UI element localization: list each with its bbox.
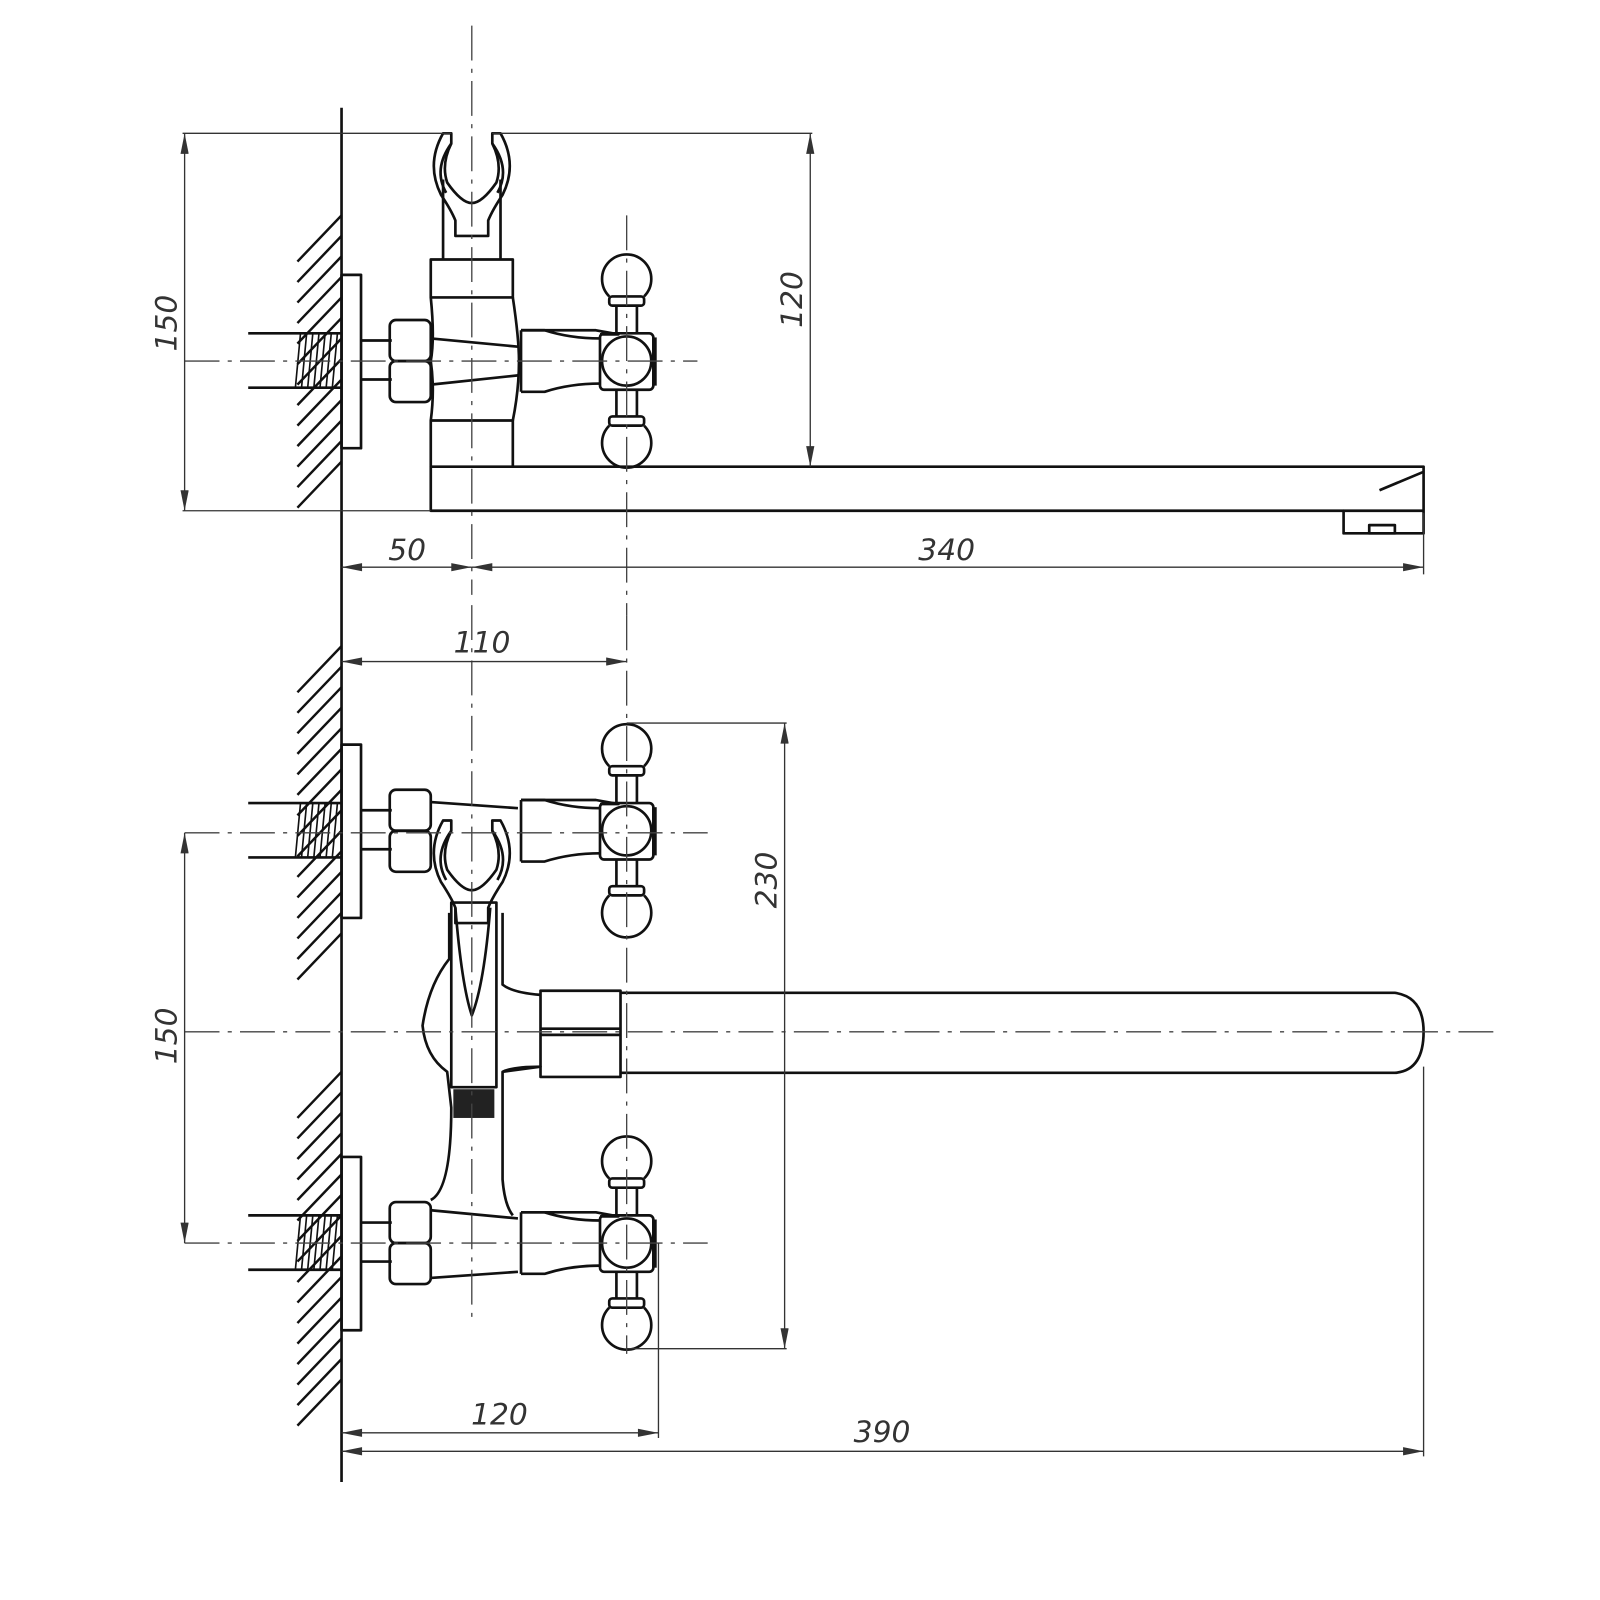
hatch-line xyxy=(296,1214,343,1263)
hatch-line xyxy=(296,665,343,714)
mixer-body xyxy=(429,131,521,468)
dim-spout-height-120: 120 xyxy=(775,271,810,328)
hatch-line xyxy=(296,1152,343,1201)
hatch-line xyxy=(296,460,343,509)
hatch-line xyxy=(296,1255,343,1304)
dim-spout-reach-340: 340 xyxy=(918,533,975,568)
hatch-line xyxy=(296,747,343,796)
wall-hatch-middle xyxy=(296,645,343,981)
dim-handle-offset-110: 110 xyxy=(454,625,511,660)
hatch-line xyxy=(296,727,343,776)
hatch-line xyxy=(296,891,343,940)
hatch-line xyxy=(296,932,343,981)
dim-handle-span-230: 230 xyxy=(749,852,784,909)
hatch-line xyxy=(296,214,343,263)
hatch-line xyxy=(296,645,343,694)
hatch-line xyxy=(296,1276,343,1324)
hatch-line xyxy=(296,1091,343,1140)
spout-elevation xyxy=(429,465,1425,535)
hatch-line xyxy=(296,296,343,345)
mixer-body-plan xyxy=(421,800,542,1280)
hatch-line xyxy=(296,1070,343,1119)
hatch-line xyxy=(296,911,343,960)
hatch-line xyxy=(296,440,343,489)
hatch-line xyxy=(296,1378,343,1427)
handle-upper-plan xyxy=(519,722,657,939)
hatch-line xyxy=(296,870,343,919)
hatch-line xyxy=(296,1173,343,1222)
elevation-view: 150 120 50 340 xyxy=(149,25,1425,1483)
hatch-line xyxy=(296,235,343,283)
hatch-line xyxy=(296,1111,343,1160)
dim-inlet-spacing-150: 150 xyxy=(149,1008,184,1065)
hatch-line xyxy=(296,1132,343,1181)
plan-view: 110 230 150 120 390 xyxy=(149,605,1498,1457)
hatch-line xyxy=(296,768,343,817)
hatch-line xyxy=(296,1296,343,1345)
hatch-line xyxy=(296,276,343,324)
hatch-line xyxy=(296,1337,343,1386)
hatch-line xyxy=(296,1358,343,1406)
dim-wall-to-axis-50: 50 xyxy=(388,533,426,568)
hatch-line xyxy=(296,686,343,735)
hatch-line xyxy=(296,706,343,755)
hatch-line xyxy=(296,399,343,448)
dim-handle-depth-120: 120 xyxy=(471,1398,528,1433)
hatch-line xyxy=(296,850,343,899)
spout-plan xyxy=(539,989,1425,1079)
dim-total-depth-390: 390 xyxy=(854,1415,911,1450)
wall-hatch-top xyxy=(296,214,343,509)
hatch-line xyxy=(296,255,343,304)
dim-height-150: 150 xyxy=(149,295,184,352)
hatch-line xyxy=(296,1317,343,1365)
hatch-line xyxy=(296,419,343,468)
